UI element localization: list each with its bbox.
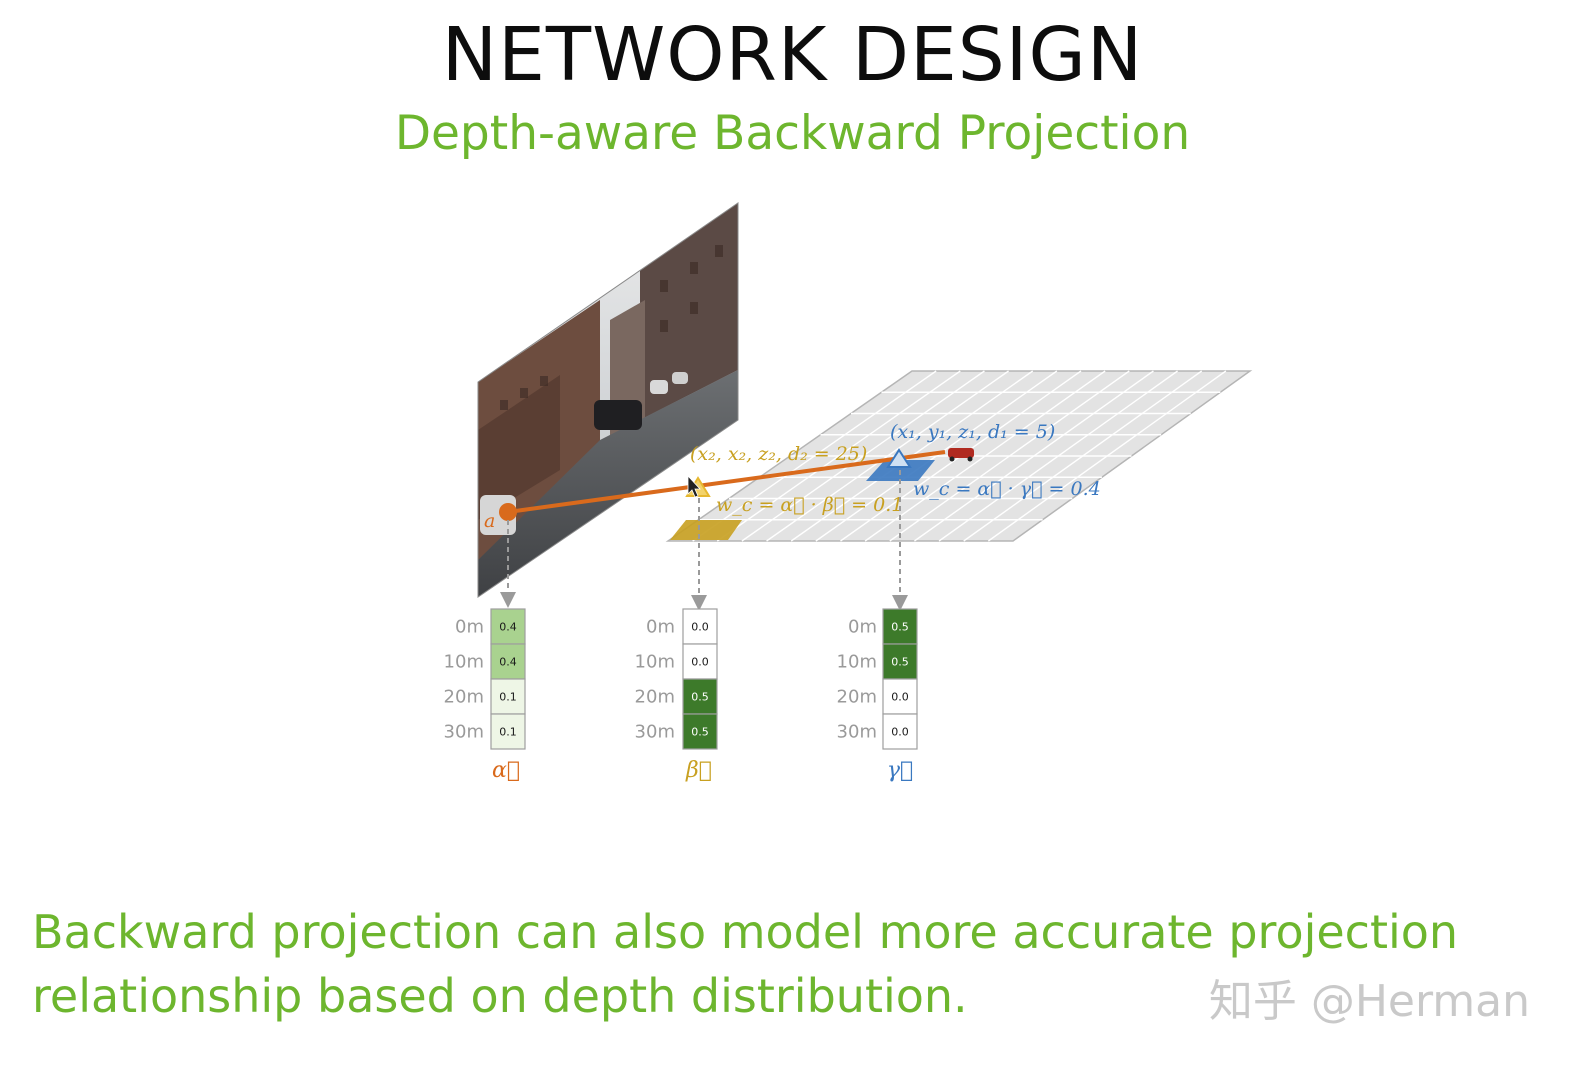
depth-column-0: 0.4 0m 0.4 10m 0.1 20m 0.1 30m α⃗ (444, 609, 525, 783)
depth-tick-label: 0m (646, 617, 675, 638)
depth-column-2: 0.5 0m 0.5 10m 0.0 20m 0.0 30m γ⃗ (837, 609, 917, 783)
vector-label: β⃗ (685, 758, 712, 783)
depth-tick-label: 30m (635, 722, 675, 743)
depth-cell-value: 0.0 (891, 726, 909, 739)
depth-tick-label: 10m (837, 652, 877, 673)
vector-label: γ⃗ (887, 758, 913, 783)
weight1-label: w_c = α⃗ · γ⃗ = 0.4 (913, 478, 1101, 500)
depth-tick-label: 10m (635, 652, 675, 673)
depth-cell-value: 0.5 (891, 621, 909, 634)
caption-line-1: Backward projection can also model more … (32, 900, 1542, 964)
depth-tick-label: 20m (444, 687, 484, 708)
depth-cell-value: 0.5 (691, 691, 709, 704)
depth-distributions: 0.4 0m 0.4 10m 0.1 20m 0.1 30m α⃗ 0.0 0m 0.0 10m 0.5 2… (444, 609, 917, 783)
car-icon (948, 448, 974, 458)
image-point-label: a (484, 510, 495, 532)
depth-tick-label: 10m (444, 652, 484, 673)
depth-cell-value: 0.4 (499, 621, 517, 634)
depth-cell-value: 0.1 (499, 691, 517, 704)
depth-column-1: 0.0 0m 0.0 10m 0.5 20m 0.5 30m β⃗ (635, 609, 717, 783)
image-point (499, 503, 517, 521)
point2-label: (x₂, x₂, z₂, d₂ = 25) (690, 443, 867, 465)
depth-cell-value: 0.0 (891, 691, 909, 704)
weight2-label: w_c = α⃗ · β⃗ = 0.1 (716, 494, 903, 516)
depth-cell-value: 0.5 (691, 726, 709, 739)
depth-cell-value: 0.5 (891, 656, 909, 669)
depth-cell-value: 0.4 (499, 656, 517, 669)
depth-tick-label: 30m (837, 722, 877, 743)
camera-image (470, 195, 750, 605)
depth-cell-value: 0.0 (691, 656, 709, 669)
depth-cell-value: 0.1 (499, 726, 517, 739)
depth-cell-value: 0.0 (691, 621, 709, 634)
depth-tick-label: 0m (455, 617, 484, 638)
depth-tick-label: 20m (635, 687, 675, 708)
depth-tick-label: 30m (444, 722, 484, 743)
depth-tick-label: 20m (837, 687, 877, 708)
watermark: 知乎 @Herman (1209, 965, 1530, 1029)
point1-label: (x₁, y₁, z₁, d₁ = 5) (890, 421, 1055, 443)
vector-label: α⃗ (492, 758, 520, 783)
depth-tick-label: 0m (848, 617, 877, 638)
